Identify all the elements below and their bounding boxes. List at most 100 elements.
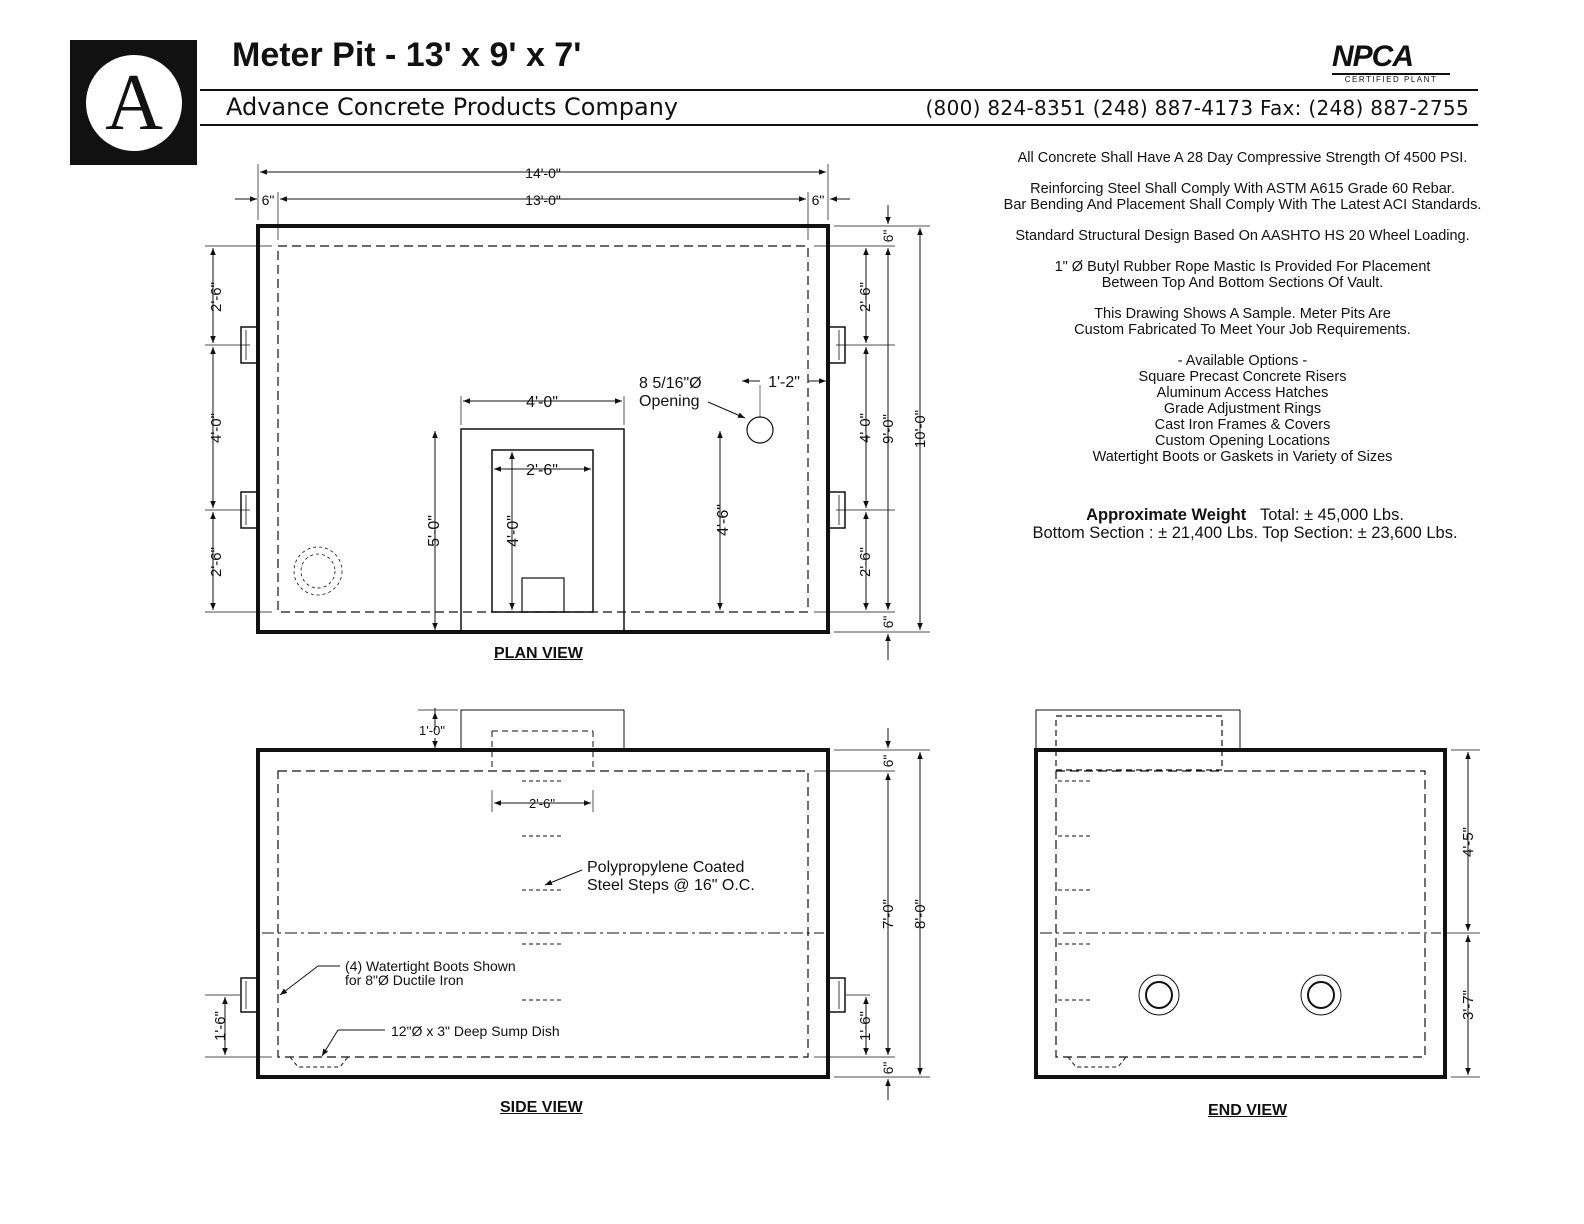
side-boot-left: [240, 977, 259, 1013]
weight-total-line: Approximate Weight Total: ± 45,000 Lbs.: [990, 506, 1500, 524]
header-rule-bottom: [200, 124, 1478, 126]
opening-label-line-2: Opening: [639, 393, 700, 410]
note-sample: This Drawing Shows A Sample. Meter Pits …: [970, 306, 1515, 338]
note-loading: Standard Structural Design Based On AASH…: [970, 228, 1515, 244]
steps-label-line-1: Polypropylene Coated: [587, 859, 744, 876]
dim-side-riser: 1'-0": [419, 723, 445, 738]
dim-hatch-width: 2'-6": [526, 462, 558, 479]
page-title: Meter Pit - 13' x 9' x 7': [232, 36, 582, 74]
dim-wall-top: 6": [880, 230, 896, 243]
side-sump: [289, 1056, 349, 1068]
company-name: Advance Concrete Products Company: [226, 93, 679, 121]
company-logo: A: [70, 40, 197, 165]
boots-label-line-2: for 8"Ø Ductile Iron: [345, 972, 464, 988]
specification-notes: All Concrete Shall Have A 28 Day Compres…: [970, 150, 1515, 465]
weight-block: Approximate Weight Total: ± 45,000 Lbs. …: [990, 506, 1500, 542]
end-steps: [1058, 780, 1092, 1001]
dim-right-bottom: 2'-6": [857, 547, 874, 577]
end-boot-right-inner: [1307, 981, 1335, 1009]
end-boot-left-outer: [1138, 974, 1180, 1016]
plan-view-caption: PLAN VIEW: [494, 645, 583, 662]
option-item: Watertight Boots or Gaskets in Variety o…: [1092, 449, 1393, 465]
dim-wall-right: 6": [812, 192, 825, 208]
dim-end-bottom: 3'-7": [1460, 990, 1477, 1020]
weight-total: Total: ± 45,000 Lbs.: [1260, 506, 1404, 524]
dim-wall-left: 6": [262, 192, 275, 208]
note-line: Reinforcing Steel Shall Comply With ASTM…: [1030, 181, 1455, 197]
dim-side-top-wall: 6": [880, 755, 896, 768]
dim-side-bottom-wall: 6": [880, 1062, 896, 1075]
dim-side-boot-left: 1'-6": [212, 1011, 229, 1041]
weight-label: Approximate Weight: [1086, 506, 1247, 524]
plan-view: 14'-0" 13'-0" 6" 6" 2'-6" 4'-0" 2'-6" 2'…: [205, 164, 930, 660]
logo-letter: A: [86, 55, 182, 151]
plan-extension-lines: [205, 164, 930, 633]
note-line: Between Top And Bottom Sections Of Vault…: [1101, 275, 1384, 291]
dim-overall-length: 14'-0": [525, 165, 561, 181]
option-item: Custom Opening Locations: [1155, 433, 1330, 449]
option-item: Cast Iron Frames & Covers: [1154, 417, 1331, 433]
dim-opening-depth: 4'-6": [715, 504, 732, 536]
end-inner-wall: [1055, 770, 1426, 1058]
dim-wall-bottom: 6": [880, 616, 896, 629]
dim-left-top: 2'-6": [208, 282, 225, 312]
boots-label-line-1: (4) Watertight Boots Shown: [345, 958, 516, 974]
note-line: Custom Fabricated To Meet Your Job Requi…: [1074, 322, 1411, 338]
npca-certified-logo: NPCA CERTIFIED PLANT: [1332, 42, 1450, 84]
end-sump: [1067, 1056, 1127, 1068]
header-rule-top: [200, 89, 1478, 91]
side-dimension-lines: [222, 708, 923, 1100]
pipe-opening-circle: [746, 416, 774, 444]
note-line: 1" Ø Butyl Rubber Rope Mastic Is Provide…: [1054, 259, 1431, 275]
npca-logo-subtext: CERTIFIED PLANT: [1332, 73, 1450, 84]
note-line: All Concrete Shall Have A 28 Day Compres…: [1017, 150, 1468, 166]
dim-riser-depth: 5'-0": [426, 515, 443, 547]
note-line: Standard Structural Design Based On AASH…: [1015, 228, 1470, 244]
contact-phones: (800) 824-8351 (248) 887-4173 Fax: (248)…: [925, 96, 1469, 120]
dim-riser-width: 4'-0": [526, 394, 558, 411]
note-line: Bar Bending And Placement Shall Comply W…: [1003, 197, 1482, 213]
end-outer-wall: [1034, 748, 1447, 1079]
side-view-caption: SIDE VIEW: [500, 1099, 583, 1116]
dim-left-mid: 4'-0": [208, 413, 225, 443]
dim-inside-length: 13'-0": [525, 192, 561, 208]
dim-outside-depth: 10'-0": [912, 410, 929, 448]
end-hatch: [1055, 715, 1223, 771]
side-inner-wall: [277, 770, 809, 1058]
end-boot-left-inner: [1145, 981, 1173, 1009]
option-item: Aluminum Access Hatches: [1156, 385, 1329, 401]
available-options: - Available Options - Square Precast Con…: [970, 353, 1515, 465]
dim-left-bottom: 2'-6": [208, 547, 225, 577]
dim-hatch-depth: 4'-0": [505, 515, 522, 547]
dim-side-inside-height: 7'-0": [880, 899, 897, 929]
note-rebar: Reinforcing Steel Shall Comply With ASTM…: [970, 181, 1515, 213]
dim-end-top: 4'-5": [1460, 827, 1477, 857]
dim-right-top: 2'-6": [857, 282, 874, 312]
end-view: 4'-5" 3'-7": [1034, 709, 1480, 1079]
note-line: This Drawing Shows A Sample. Meter Pits …: [1094, 306, 1391, 322]
end-riser: [1035, 709, 1241, 751]
options-heading: - Available Options -: [1177, 353, 1308, 369]
option-item: Grade Adjustment Rings: [1163, 401, 1322, 417]
side-view: 1'-0" 2'-6" Polypropylene Coated Steel S…: [205, 708, 930, 1100]
dim-inside-depth: 9'-0": [880, 414, 897, 444]
dim-opening-offset: 1'-2": [768, 374, 800, 391]
option-item: Square Precast Concrete Risers: [1138, 369, 1347, 385]
note-strength: All Concrete Shall Have A 28 Day Compres…: [970, 150, 1515, 166]
sump-dish-plan: [293, 546, 343, 596]
plan-dimension-lines: [210, 169, 923, 660]
end-extension-lines: [1445, 749, 1480, 1078]
opening-label-line-1: 8 5/16"Ø: [639, 375, 702, 392]
side-steps: [522, 780, 564, 1001]
side-riser: [460, 709, 625, 751]
dim-right-mid: 4'-0": [857, 413, 874, 443]
step-outline: [521, 577, 565, 613]
dim-side-boot-right: 1'-6": [857, 1011, 874, 1041]
riser-outline: [460, 428, 625, 633]
weight-sections: Bottom Section : ± 21,400 Lbs. Top Secti…: [1032, 524, 1458, 542]
end-boot-right-outer: [1300, 974, 1342, 1016]
steps-label-line-2: Steel Steps @ 16" O.C.: [587, 877, 755, 894]
side-boot-right: [827, 977, 846, 1013]
note-mastic: 1" Ø Butyl Rubber Rope Mastic Is Provide…: [970, 259, 1515, 291]
